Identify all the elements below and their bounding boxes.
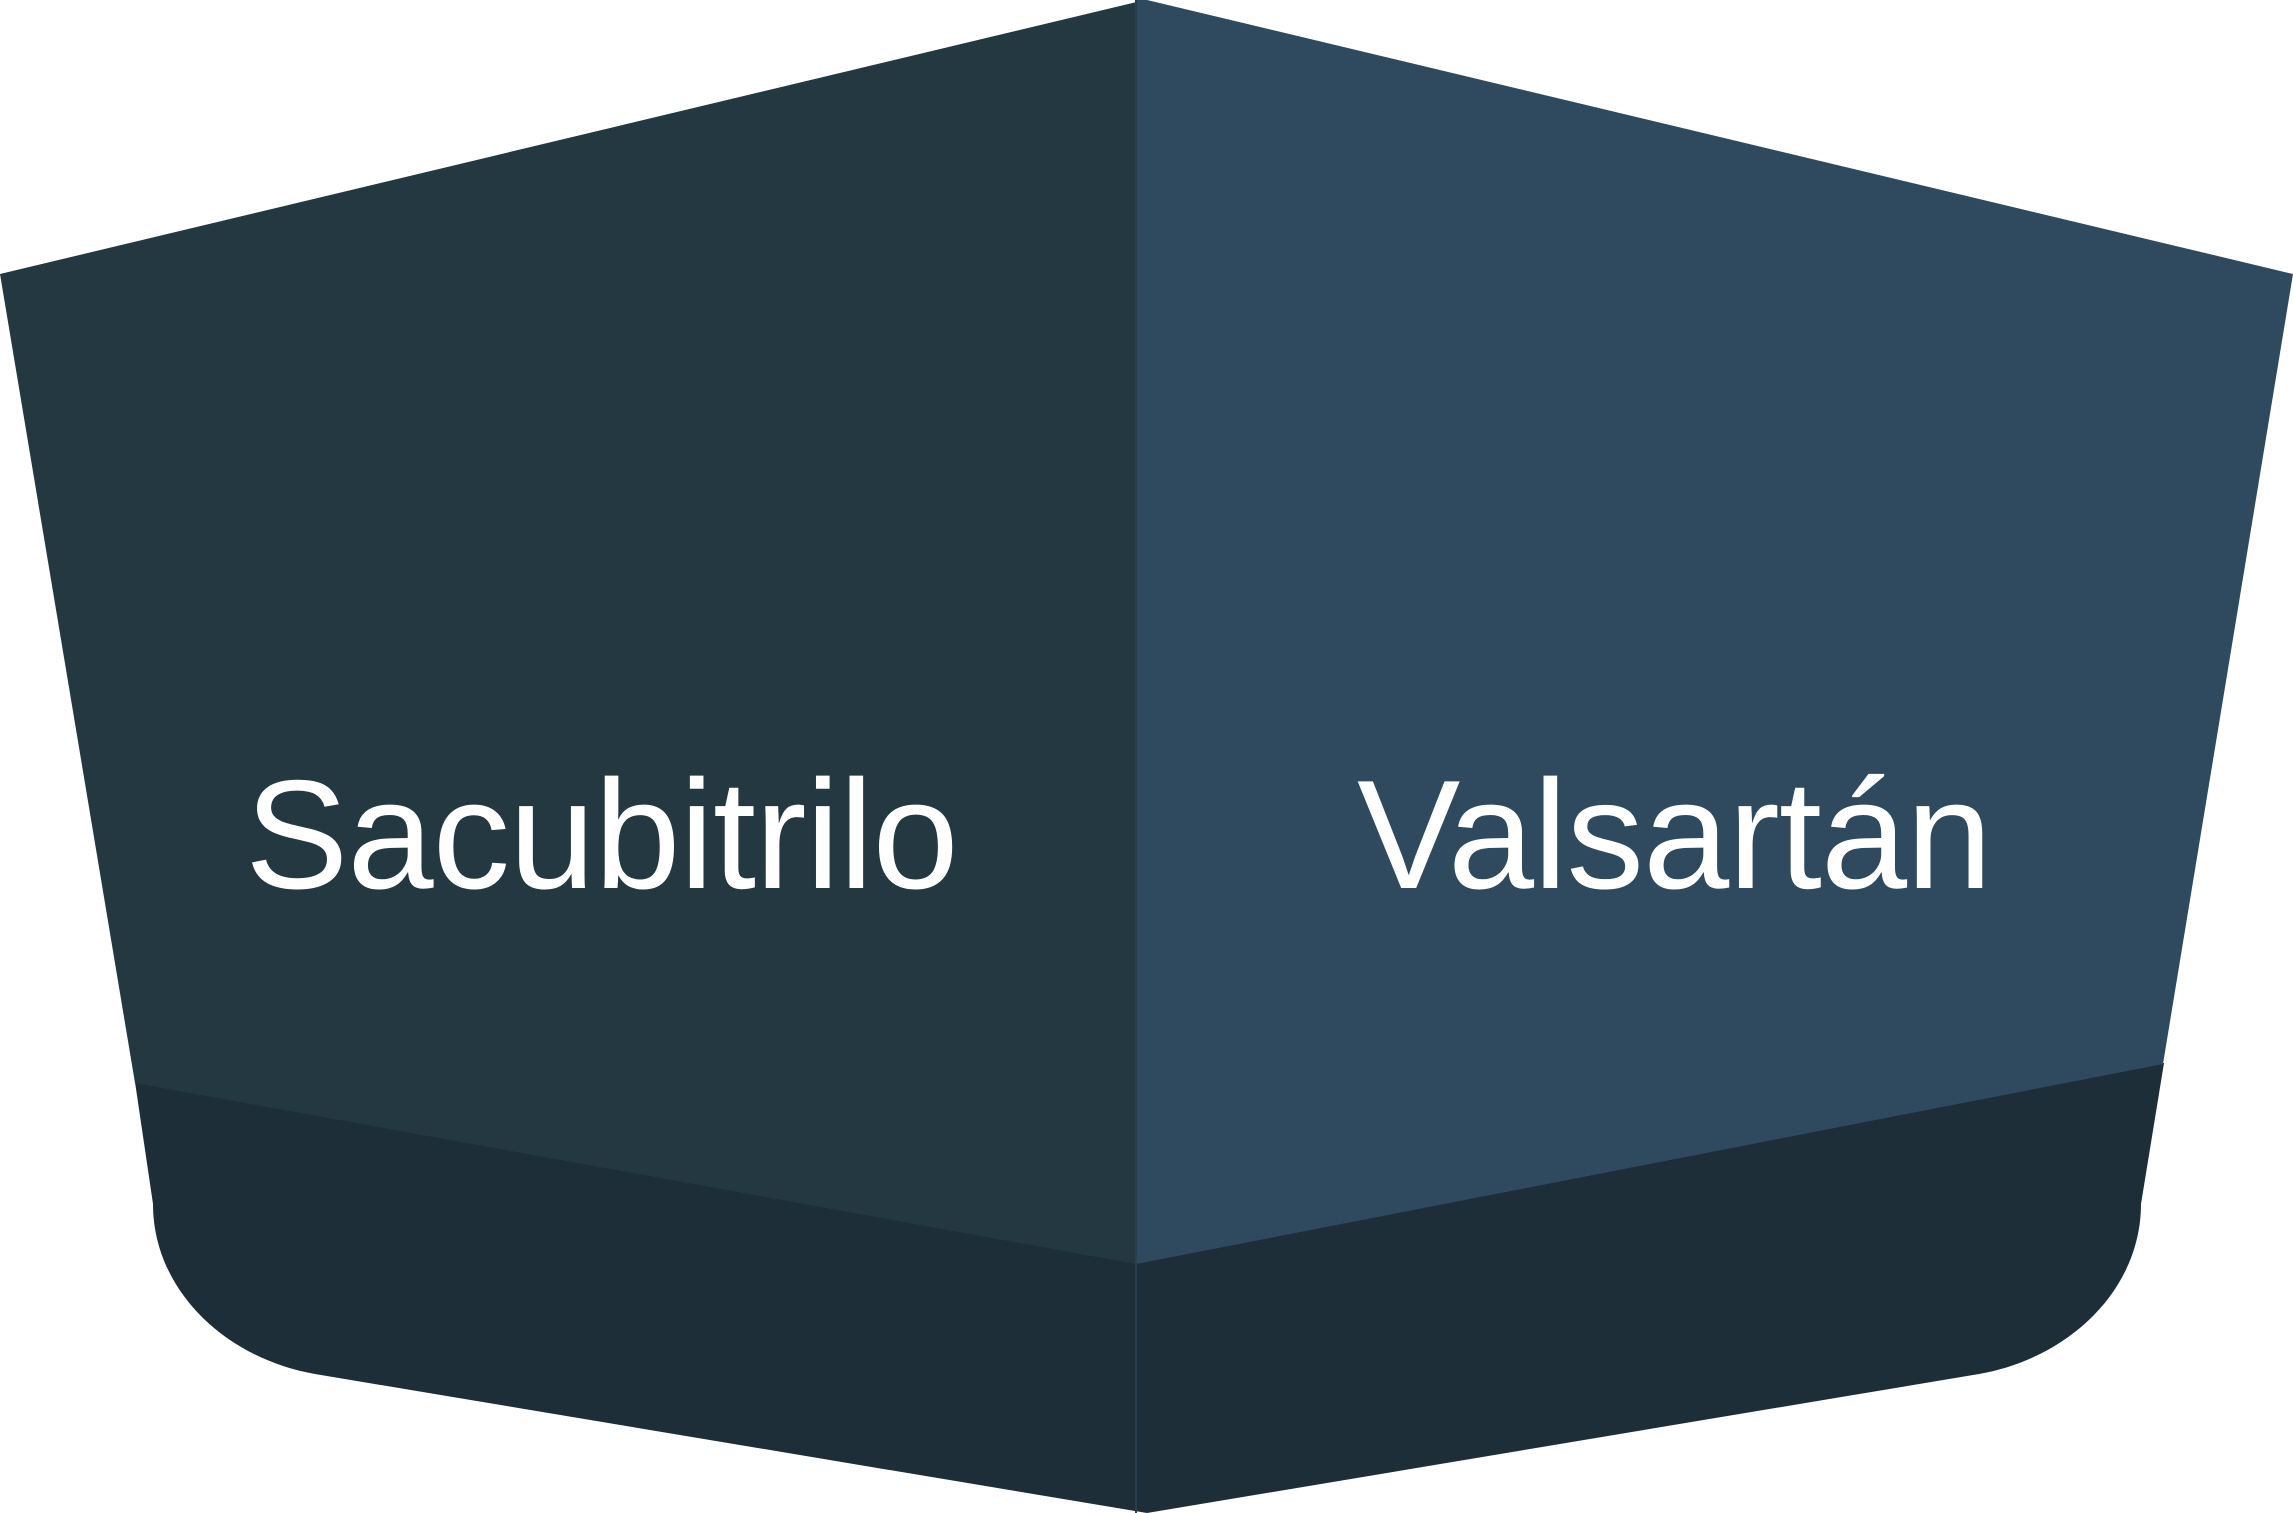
left-panel bbox=[0, 0, 1145, 1264]
right-label: Valsartán bbox=[1357, 748, 1991, 921]
left-label: Sacubitrilo bbox=[245, 748, 958, 921]
right-panel bbox=[1136, 0, 2293, 1264]
shield-base bbox=[135, 1063, 2164, 1513]
